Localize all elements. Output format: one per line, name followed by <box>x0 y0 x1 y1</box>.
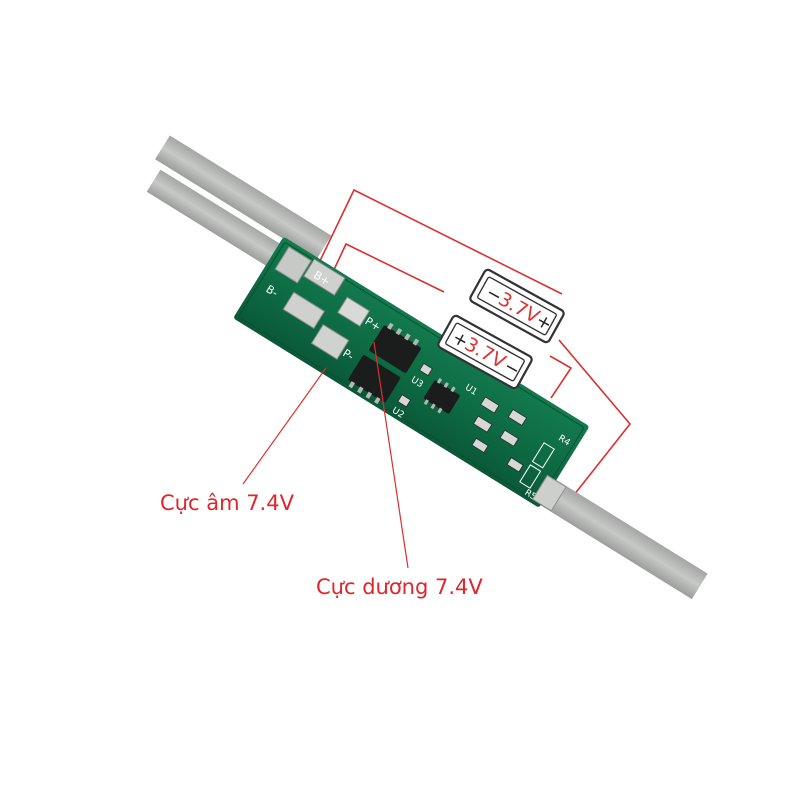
pad-b-plus <box>303 258 346 296</box>
leader-negative <box>242 367 327 485</box>
mosfet-chip-2 <box>348 355 401 403</box>
nickel-strip-upper <box>155 135 332 260</box>
mosfet-chip-1 <box>369 325 421 373</box>
protection-ic <box>424 380 460 414</box>
wire-series-bridge <box>549 355 573 399</box>
label-negative-terminal: Cực âm 7.4V <box>160 491 294 515</box>
pad-p-minus <box>310 323 350 360</box>
nickel-strip-right <box>530 473 708 600</box>
pad-b-minus <box>282 291 326 329</box>
cell-top: − 3.7V + <box>469 268 565 344</box>
pcb <box>234 237 589 507</box>
label-positive-terminal: Cực dương 7.4V <box>316 575 483 599</box>
leader-positive <box>373 341 409 569</box>
smd-components <box>397 362 528 473</box>
wire-series-link <box>558 339 632 501</box>
wire-cell-top-negative <box>305 188 563 295</box>
board-assembly: B+ B- P+ P- <box>146 135 708 600</box>
cell-bottom: + 3.7V − <box>437 314 533 390</box>
pad-p-plus <box>337 296 371 327</box>
